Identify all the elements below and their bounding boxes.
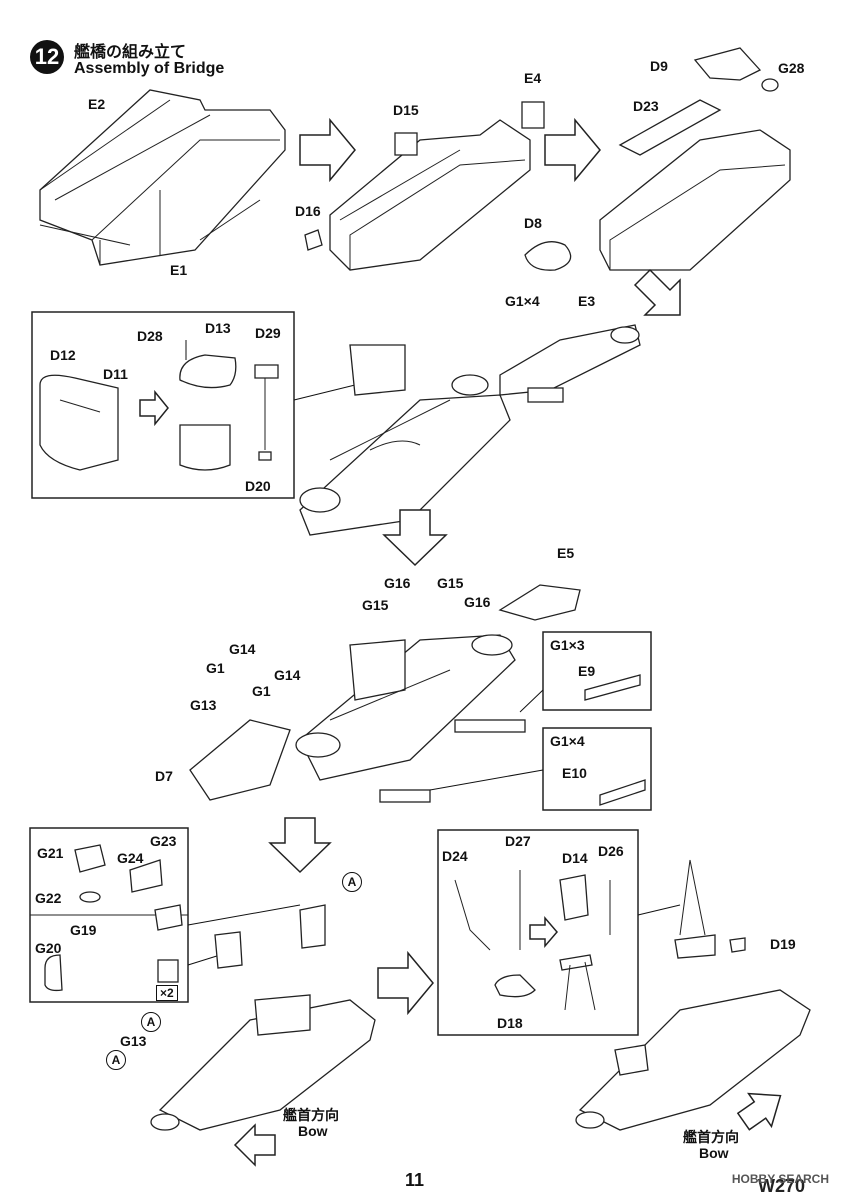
g21-g22-parts [44,844,163,992]
d14-d18-mast-parts [454,870,611,1011]
part-label-d19: D19 [770,936,796,952]
bow-direction-arrow-left [233,1123,276,1167]
part-label-e5: E5 [557,545,575,561]
e5-rail [498,584,581,621]
part-label-g1x3: G1×3 [550,637,585,653]
part-label-d24: D24 [442,848,468,864]
part-label-d28: D28 [137,328,163,344]
process-arrow-2 [544,117,601,183]
part-label-g1x4-mid: G1×4 [550,733,585,749]
bow-direction-label-jp-right: 艦首方向 [683,1130,739,1146]
process-arrow-1 [299,117,356,183]
part-label-d18: D18 [497,1015,523,1031]
subassembly-box-e10 [542,727,652,811]
part-label-d27: D27 [505,833,531,849]
part-label-d9: D9 [650,58,668,74]
d13-d20-bridge-top [179,340,279,471]
reference-marker-a-1: A [342,872,362,892]
bow-direction-arrow-right [736,1092,782,1131]
reference-marker-a-3: A [106,1050,126,1070]
part-label-g19: G19 [70,922,97,938]
part-label-e2: E2 [88,96,106,112]
assembled-bridge-row4-left [150,904,376,1131]
model-code: W270 [758,1176,806,1196]
part-label-d23: D23 [633,98,659,114]
part-label-d16: D16 [295,203,321,219]
part-label-g16b: G16 [464,594,491,610]
part-label-g15b: G15 [362,597,389,613]
process-arrow-down-2 [268,817,332,874]
part-label-e3: E3 [578,293,596,309]
step-title-english: Assembly of Bridge [74,60,225,77]
part-label-g1a: G1 [206,660,225,676]
part-label-g21: G21 [37,845,64,861]
assembled-bridge-row4-right [575,859,811,1131]
bridge-base-step-3 [524,47,791,271]
step-number-badge: 12 [30,40,64,74]
part-label-g20: G20 [35,940,62,956]
process-arrow-4 [139,389,169,427]
part-label-g16a: G16 [384,575,411,591]
e3-rail [499,324,641,403]
d11-d12-shield [39,374,119,471]
part-label-g15a: G15 [437,575,464,591]
part-label-g14b: G14 [274,667,301,683]
part-label-d8: D8 [524,215,542,231]
bridge-base-step-2 [304,101,545,271]
part-label-g1x4-top: G1×4 [505,293,540,309]
part-label-g1b: G1 [252,683,271,699]
part-label-g13b: G13 [120,1033,147,1049]
part-label-e9: E9 [578,663,596,679]
e9-e10-small-parts [379,719,526,803]
page-number: 11 [405,1170,425,1190]
process-arrow-3 [633,268,681,316]
process-arrow-5 [377,950,434,1016]
bridge-base-e1-e2 [39,89,286,266]
assembled-bridge-row2 [299,344,511,536]
bow-direction-label-en-left: Bow [298,1123,328,1139]
part-label-d14: D14 [562,850,588,866]
part-label-g22: G22 [35,890,62,906]
part-label-d29: D29 [255,325,281,341]
part-label-g28: G28 [778,60,805,76]
bow-direction-label-jp-left: 艦首方向 [283,1108,339,1124]
assembled-bridge-row3 [189,634,516,801]
part-label-d12: D12 [50,347,76,363]
bow-direction-label-en-right: Bow [699,1145,729,1161]
part-label-e1: E1 [170,262,188,278]
process-arrow-down-1 [382,509,448,567]
part-label-g13a: G13 [190,697,217,713]
part-label-e4: E4 [524,70,542,86]
reference-marker-a-2: A [141,1012,161,1032]
part-label-g14a: G14 [229,641,256,657]
part-label-e10: E10 [562,765,587,781]
quantity-multiplier: ×2 [156,985,178,1001]
part-label-d7: D7 [155,768,173,784]
part-label-d11: D11 [103,366,128,382]
part-label-d20: D20 [245,478,271,494]
part-label-g24: G24 [117,850,144,866]
watermark: HOBBY SEARCH [731,1172,829,1186]
part-label-g23: G23 [150,833,177,849]
part-label-d15: D15 [393,102,419,118]
part-label-d13: D13 [205,320,231,336]
part-label-d26: D26 [598,843,624,859]
step-title-japanese: 艦橋の組み立て [74,42,187,61]
